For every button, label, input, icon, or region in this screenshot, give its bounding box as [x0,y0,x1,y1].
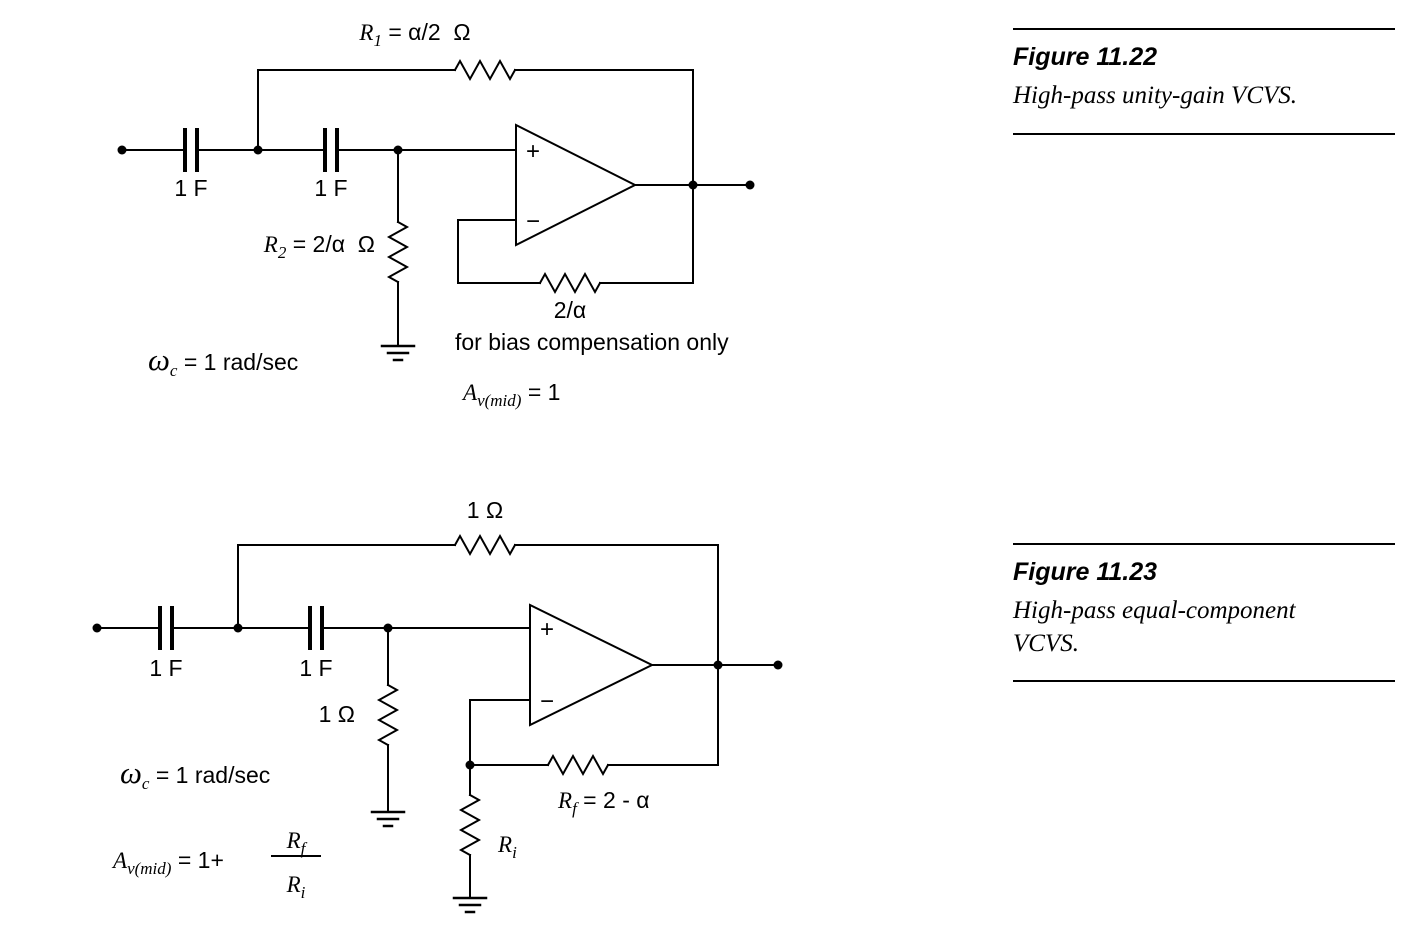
ground-symbol [452,896,488,914]
resistor-rf-zigzag [546,753,610,777]
resistor-r2-zigzag [386,220,410,284]
rf-label: Rf = 2 - α [557,787,650,818]
circuit-diagrams: + − R1 = α/2 Ω 1 F 1 F R2 = 2/α Ω 2/α fo… [92,19,783,914]
wire [237,544,456,629]
gain-subscript: v(mid) [127,859,172,878]
wire [514,544,719,666]
fraction-den-subscript: i [301,883,306,902]
bias-resistor-label: 2/α [554,297,586,323]
midband-gain-label: Av(mid) = 1+ [111,847,224,878]
gain-symbol: A [461,380,478,405]
capacitor1-label: 1 F [174,175,207,201]
r1-subscript: 1 [373,31,382,50]
wire [469,699,531,766]
figure-1122-caption: Figure 11.22 High-pass unity-gain VCVS. [1013,28,1395,135]
gain-fraction-denominator: Ri [286,872,306,902]
ri-label: Ri [497,832,517,862]
top-resistor-label: 1 Ω [467,497,503,523]
figure-1123-caption: Figure 11.23 High-pass equal-component V… [1013,543,1395,682]
resistor-shunt-zigzag [376,683,400,747]
ri-symbol: R [497,832,512,857]
rf-symbol: R [557,788,572,813]
midband-gain-label: Av(mid) = 1 [461,379,560,410]
rf-value: = 2 - α [577,787,650,813]
wire [457,219,541,284]
opamp-plus-sign: + [526,138,540,165]
gain-symbol: A [111,848,128,873]
fraction-num-subscript: f [301,839,308,858]
omega-symbol: ω [120,755,142,790]
omega-subscript: c [170,361,178,380]
cutoff-value: = 1 rad/sec [149,762,270,788]
r2-symbol: R [263,232,278,257]
opamp-minus-sign: − [540,688,554,715]
r2-subscript: 2 [278,243,287,262]
ri-subscript: i [512,843,517,862]
figure-1122-caption-title: Figure 11.22 [1013,43,1158,71]
gain-subscript: v(mid) [477,391,522,410]
r1-value: = α/2 Ω [382,19,471,45]
resistor-bias-zigzag [538,271,602,295]
cutoff-frequency-label: ωc = 1 rad/sec [120,755,270,793]
capacitor2-label: 1 F [314,175,347,201]
output-terminal-dot [773,660,783,670]
wire [257,69,456,151]
circuit2-labels: + − 1 Ω 1 F 1 F 1 Ω Rf = 2 - α Ri ωc = 1… [111,497,650,902]
r2-label: R2 = 2/α Ω [263,231,375,262]
cutoff-value: = 1 rad/sec [177,349,298,375]
rf-subscript: f [572,799,579,818]
figure-1123-caption-title: Figure 11.23 [1013,558,1158,586]
gain-value: = 1+ [171,847,223,873]
omega-subscript: c [142,774,150,793]
omega-symbol: ω [148,342,170,377]
resistor-r1-zigzag [453,58,517,82]
wire [599,184,694,284]
resistor-top-zigzag [453,533,517,557]
resistor-ri-zigzag [458,793,482,857]
figure-1123-caption-text-line1: High-pass equal-component [1013,597,1296,624]
circuit-high-pass-equal-component [92,533,783,914]
output-junction-dot [688,180,698,190]
shunt-resistor-label: 1 Ω [319,701,355,727]
figure-1122-caption-text: High-pass unity-gain VCVS. [1013,82,1298,109]
gain-value: = 1 [521,379,560,405]
figure-1123-caption-text-line2: VCVS. [1013,629,1079,657]
wire [607,664,719,766]
opamp-triangle [515,123,638,247]
opamp-triangle [529,603,655,727]
wire [514,69,694,186]
bias-note: for bias compensation only [455,329,729,355]
output-junction-dot [713,660,723,670]
r1-symbol: R [358,20,373,45]
fraction-num-symbol: R [286,828,301,853]
circuit1-labels: + − R1 = α/2 Ω 1 F 1 F R2 = 2/α Ω 2/α fo… [148,19,729,410]
capacitor2-label: 1 F [299,655,332,681]
opamp-minus-sign: − [526,208,540,235]
r1-label: R1 = α/2 Ω [358,19,470,50]
opamp-plus-sign: + [540,616,554,643]
cutoff-frequency-label: ωc = 1 rad/sec [148,342,298,380]
capacitor1-label: 1 F [149,655,182,681]
ground-symbol [370,810,406,828]
gain-fraction-numerator: Rf [286,828,308,858]
ground-symbol [380,344,416,362]
fraction-den-symbol: R [286,872,301,897]
r2-value: = 2/α Ω [286,231,375,257]
circuit-high-pass-unity-gain [117,58,755,362]
output-terminal-dot [745,180,755,190]
